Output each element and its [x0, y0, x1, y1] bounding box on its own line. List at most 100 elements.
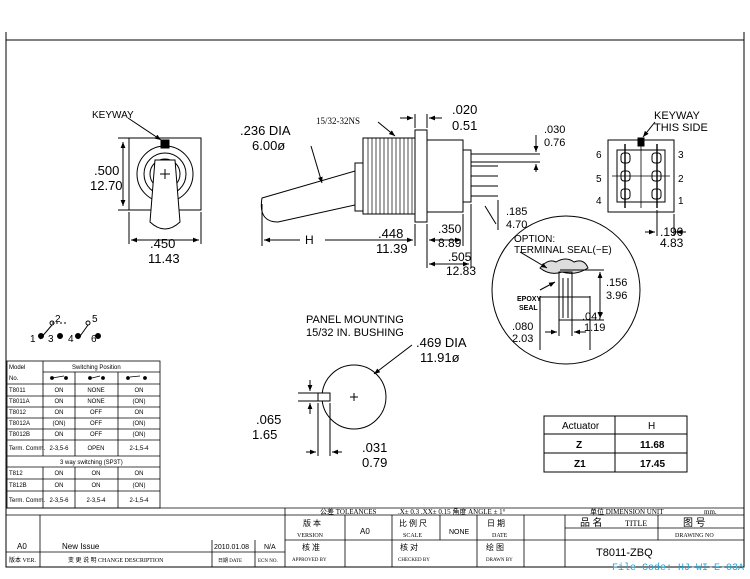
pin-2: 2	[678, 174, 684, 185]
dim-236-dia: .236 DIA	[240, 123, 291, 138]
switch-cell: NONE	[87, 388, 104, 394]
dim-1139: 11.39	[376, 241, 408, 256]
unit-value: mm.	[704, 508, 717, 516]
term-comm-cell: 2-1,5-4	[129, 498, 149, 504]
dim-h: H	[305, 233, 314, 247]
schem-4: 4	[68, 334, 74, 345]
hdr-desc: 变 更 说 明 CHANGE DESCRIPTION	[68, 556, 164, 564]
scale-value: NONE	[449, 529, 470, 536]
switch-cell: T8011A	[9, 399, 30, 405]
dim-080: .080	[512, 321, 533, 333]
drawing-en: DRAWING NO	[675, 533, 714, 539]
tolerance-value: .X± 0.3 .XX± 0.15 角度 ANGLE ± 1°	[398, 507, 506, 516]
date-cn: 日 期	[487, 519, 505, 528]
hdr-date: 日期 DATE	[218, 558, 242, 564]
term-comm-cell: 2-3,5-4	[86, 498, 106, 504]
title-en: TITLE	[625, 519, 647, 528]
pin-1: 1	[678, 196, 684, 207]
h-header: H	[648, 421, 655, 432]
switch-cell: ON	[55, 432, 64, 438]
date-en: DATE	[492, 533, 508, 539]
sheet-border	[5, 39, 745, 568]
approved-cn: 核 准	[302, 542, 320, 552]
switch-cell: T812	[9, 471, 23, 477]
actuator-header: Actuator	[562, 421, 600, 432]
actuator-z: Z	[576, 440, 582, 451]
tolerance-label: 公差 TOLEANCES	[320, 507, 377, 516]
switch-cell: NONE	[87, 399, 104, 405]
switch-cell: OFF	[90, 432, 102, 438]
dim-350: .350	[438, 222, 462, 236]
switch-cell: ON	[55, 471, 64, 477]
dim-047: .047	[582, 311, 603, 323]
option-label: OPTION:	[514, 234, 555, 245]
dim-505: .505	[448, 250, 472, 264]
rev-ecn: N/A	[264, 544, 276, 551]
hdr-ver: 版本 VER.	[9, 556, 37, 564]
switch-cell: (ON)	[133, 483, 146, 489]
term-comm-cell: OPEN	[87, 446, 104, 452]
side-view	[118, 117, 202, 244]
schem-2: 2	[55, 314, 61, 325]
panel-mounting-label: PANEL MOUNTING	[306, 314, 404, 326]
switch-cell: ON	[135, 388, 144, 394]
dim-165: 1.65	[252, 427, 277, 442]
dim-1283: 12.83	[446, 264, 476, 278]
switch-cell: ON	[135, 471, 144, 477]
pin-5: 5	[596, 174, 602, 185]
dim-396: 3.96	[606, 290, 627, 302]
term-comm-cell: 2-3,5-6	[49, 446, 69, 452]
front-view	[260, 114, 540, 268]
rev-description: New Issue	[62, 542, 100, 551]
dim-483: 4.83	[660, 236, 684, 250]
switch-cell: ON	[92, 471, 101, 477]
rear-view	[607, 121, 686, 236]
actuator-z1-h: 17.45	[640, 459, 665, 470]
dim-450: .450	[150, 236, 175, 251]
switch-cell: (ON)	[133, 421, 146, 427]
dim-470: 4.70	[506, 219, 527, 231]
term-comm-cell: 2-1,5-4	[129, 446, 149, 452]
switch-cell: T8012B	[9, 432, 30, 438]
schem-3: 3	[48, 334, 54, 345]
dim-1270: 12.70	[90, 178, 123, 193]
dim-031: .031	[362, 440, 387, 455]
th-model: Model	[9, 365, 25, 371]
version-value: A0	[360, 527, 370, 536]
version-cn: 版 本	[303, 518, 321, 528]
dim-469-dia: .469 DIA	[416, 335, 467, 350]
dim-190: .190	[660, 225, 684, 239]
seal-label: SEAL	[519, 305, 538, 312]
th-no: No.	[9, 376, 19, 382]
switch-cell: T812B	[9, 483, 27, 489]
term-comm-cell: 2-3,5-6	[49, 498, 69, 504]
panel-cutout	[298, 344, 413, 456]
dim-1143: 11.43	[148, 251, 180, 266]
switch-cell: T8012A	[9, 421, 30, 427]
switch-cell: ON	[92, 483, 101, 489]
this-side-label: THIS SIDE	[654, 122, 708, 134]
dim-119: 1.19	[584, 322, 605, 334]
rev-date: 2010.01.08	[214, 544, 249, 551]
switch-cell: (ON)	[133, 432, 146, 438]
sp3t-section: 3 way switching (SP3T)	[60, 460, 123, 466]
dim-030: .030	[544, 124, 565, 136]
actuator-z-h: 11.68	[640, 440, 665, 451]
term-comm-cell: Term. Comm.	[9, 498, 45, 504]
dim-065: .065	[256, 412, 281, 427]
switch-cell: OFF	[90, 410, 102, 416]
dim-185: .185	[506, 206, 527, 218]
approved-en: APPROVED BY	[292, 558, 327, 563]
keyway-label-side: KEYWAY	[92, 110, 134, 121]
switch-cell: ON	[135, 410, 144, 416]
epoxy-label: EPOXY	[517, 296, 541, 303]
drawn-cn: 绘 图	[486, 542, 504, 552]
term-comm-cell: Term. Comm.	[9, 446, 45, 452]
scale-cn: 比 例 尺	[399, 518, 427, 528]
dim-020: .020	[452, 102, 477, 117]
switch-cell: ON	[55, 410, 64, 416]
pin-6: 6	[596, 150, 602, 161]
